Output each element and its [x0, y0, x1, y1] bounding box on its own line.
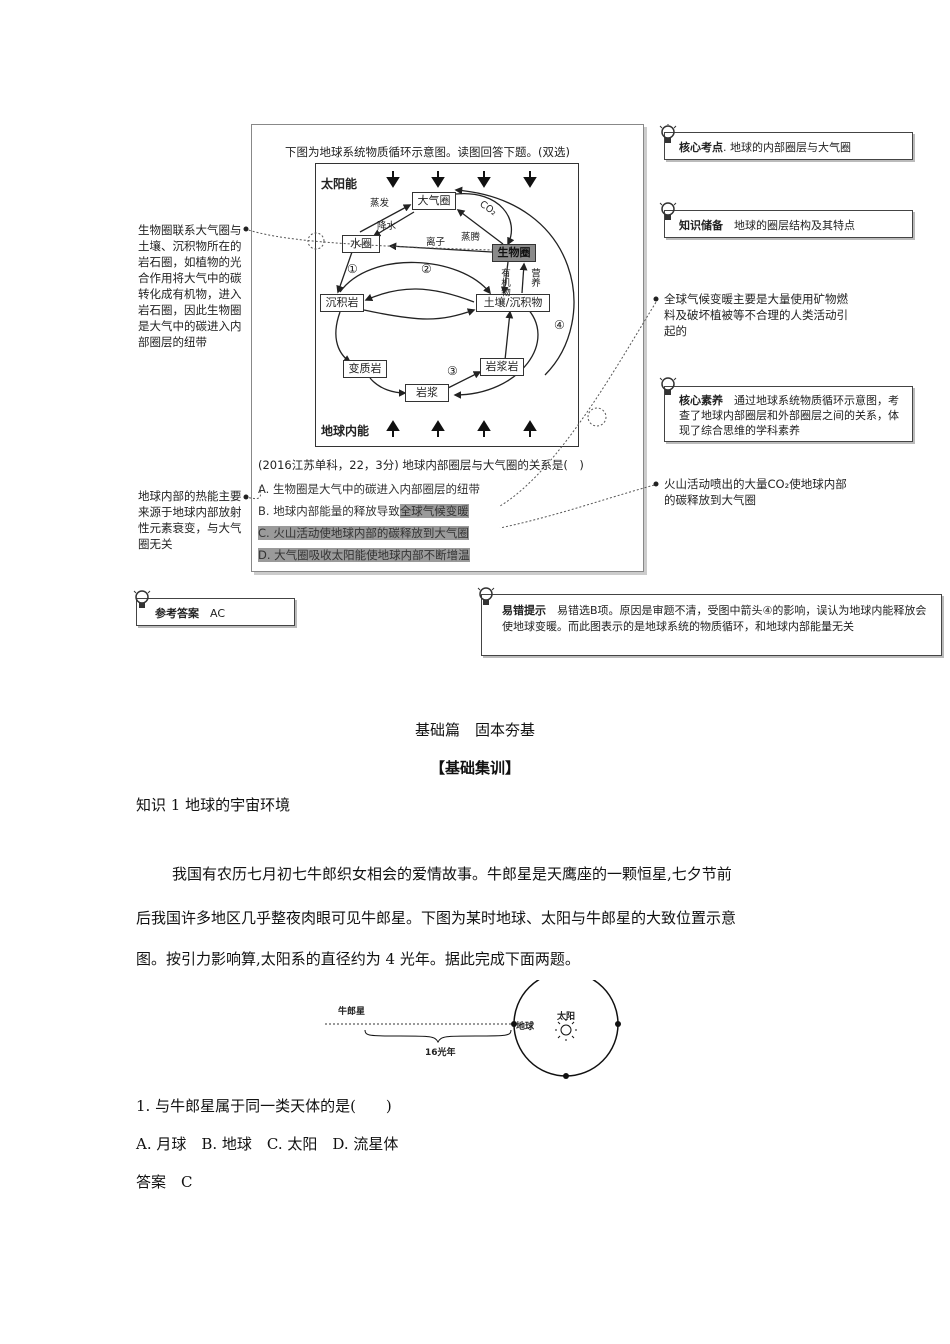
question1-answer: 答案 C	[136, 1173, 193, 1191]
answer-label: 参考答案	[155, 607, 199, 620]
label-circle-3: ③	[447, 364, 458, 378]
option-b-text: B. 地球内部能量的释放导致	[258, 504, 400, 518]
label-sun: 太阳	[557, 1012, 576, 1022]
note-left-heat: 地球内部的热能主要来源于地球内部放射性元素衰变，与大气圈无关	[138, 489, 242, 551]
diagram-intro: 下图为地球系统物质循环示意图。读图回答下题。(双选)	[285, 145, 570, 159]
section-title: 基础篇 固本夯基	[414, 721, 535, 739]
label-ions: 离子	[426, 237, 446, 248]
node-magmatic: 岩浆岩	[480, 358, 524, 376]
cycle-diagram-frame	[315, 163, 579, 447]
answer-box: 参考答案 AC	[136, 598, 295, 626]
bulb-icon	[133, 590, 151, 608]
literacy-text: 通过地球系统物质循环示意图，考查了地球内部圈层和外部圈层之间的关系，体现了综合思…	[679, 394, 899, 437]
label-circle-1: ①	[347, 262, 358, 276]
label-precipitation: 降水	[377, 221, 397, 232]
label-circle-4: ④	[554, 318, 565, 332]
note-right-volcano: 火山活动喷出的大量CO₂使地球内部的碳释放到大气圈	[664, 477, 847, 507]
bulb-icon	[659, 124, 677, 143]
knowledge-label: 知识储备	[679, 219, 723, 232]
error-box: 易错提示 易错选B项。原因是审题不清，受图中箭头④的影响，误认为地球内能释放会使…	[481, 594, 942, 656]
node-water: 水圈	[342, 235, 380, 253]
node-magma: 岩浆	[405, 384, 449, 402]
option-d-text: D. 大气圈吸收太阳能使地球内部不断增温	[258, 548, 470, 562]
core-point-text: 地球的内部圈层与大气圈	[730, 141, 851, 154]
option-c-text: C. 火山活动使地球内部的碳释放到大气圈	[258, 526, 469, 540]
literacy-label: 核心素养	[679, 394, 723, 407]
label-evaporation: 蒸发	[370, 198, 390, 209]
bulb-icon	[659, 377, 677, 395]
error-text: 易错选B项。原因是审题不清，受图中箭头④的影响，误认为地球内能释放会使地球变暖。…	[502, 604, 927, 633]
leader-lines	[243, 226, 659, 529]
option-a: A. 生物圈是大气中的碳进入内部圈层的纽带	[258, 482, 480, 496]
knowledge-heading: 知识 1 地球的宇宙环境	[136, 796, 291, 814]
cycle-diagram	[335, 171, 575, 437]
label-nutrients: 营养	[529, 268, 540, 287]
para-line-1: 我国有农历七月初七牛郎织女相会的爱情故事。牛郎星是天鹰座的一颗恒星,七夕节前	[172, 865, 732, 883]
bulb-icon	[477, 587, 495, 605]
bulb-icon	[659, 202, 677, 220]
section-subtitle: 【基础集训】	[429, 759, 520, 777]
position-figure	[325, 980, 621, 1079]
option-b: B. 地球内部能量的释放导致全球气候变暖	[258, 503, 469, 519]
label-distance: 16光年	[425, 1048, 456, 1058]
label-organics: 有机物	[499, 268, 510, 297]
option-c: C. 火山活动使地球内部的碳释放到大气圈	[258, 525, 469, 541]
answer-text: AC	[210, 607, 226, 620]
label-altair: 牛郎星	[338, 1007, 366, 1017]
core-point-box: 核心考点. 地球的内部圈层与大气圈	[664, 132, 913, 160]
para-line-3: 图。按引力影响算,太阳系的直径约为 4 光年。据此完成下面两题。	[136, 950, 580, 968]
note-right-warming: 全球气候变暖主要是大量使用矿物燃料及破坏植被等不合理的人类活动引起的	[664, 292, 848, 338]
question1-stem: 1. 与牛郎星属于同一类天体的是( )	[136, 1097, 392, 1115]
label-earth: 地球	[516, 1022, 535, 1032]
node-biosphere: 生物圈	[492, 244, 536, 262]
node-metamorphic: 变质岩	[343, 360, 387, 378]
earth-energy-label: 地球内能	[321, 424, 370, 438]
knowledge-text: 地球的圈层结构及其特点	[734, 219, 855, 232]
node-sedimentary: 沉积岩	[320, 294, 364, 312]
label-transpiration: 蒸腾	[461, 232, 481, 243]
node-soil: 土壤/沉积物	[476, 294, 550, 312]
para-line-2: 后我国许多地区几乎整夜肉眼可见牛郎星。下图为某时地球、太阳与牛郎星的大致位置示意	[136, 909, 737, 927]
literacy-box: 核心素养 通过地球系统物质循环示意图，考查了地球内部圈层和外部圈层之间的关系，体…	[664, 386, 913, 442]
label-circle-2: ②	[421, 262, 432, 276]
node-atmosphere: 大气圈	[412, 192, 456, 210]
error-label: 易错提示	[502, 604, 546, 617]
note-left-biosphere: 生物圈联系大气圈与土壤、沉积物所在的岩石圈，如植物的光合作用将大气中的碳转化成有…	[138, 223, 242, 349]
option-d: D. 大气圈吸收太阳能使地球内部不断增温	[258, 547, 470, 563]
question1-options: A. 月球 B. 地球 C. 太阳 D. 流星体	[136, 1135, 399, 1153]
question-stem: (2016江苏单科，22，3分) 地球内部圈层与大气圈的关系是( )	[258, 458, 584, 472]
sun-energy-label: 太阳能	[321, 177, 358, 191]
knowledge-box: 知识储备 地球的圈层结构及其特点	[664, 210, 913, 238]
core-point-label: 核心考点	[679, 141, 723, 154]
option-b-highlight: 全球气候变暖	[399, 504, 469, 518]
